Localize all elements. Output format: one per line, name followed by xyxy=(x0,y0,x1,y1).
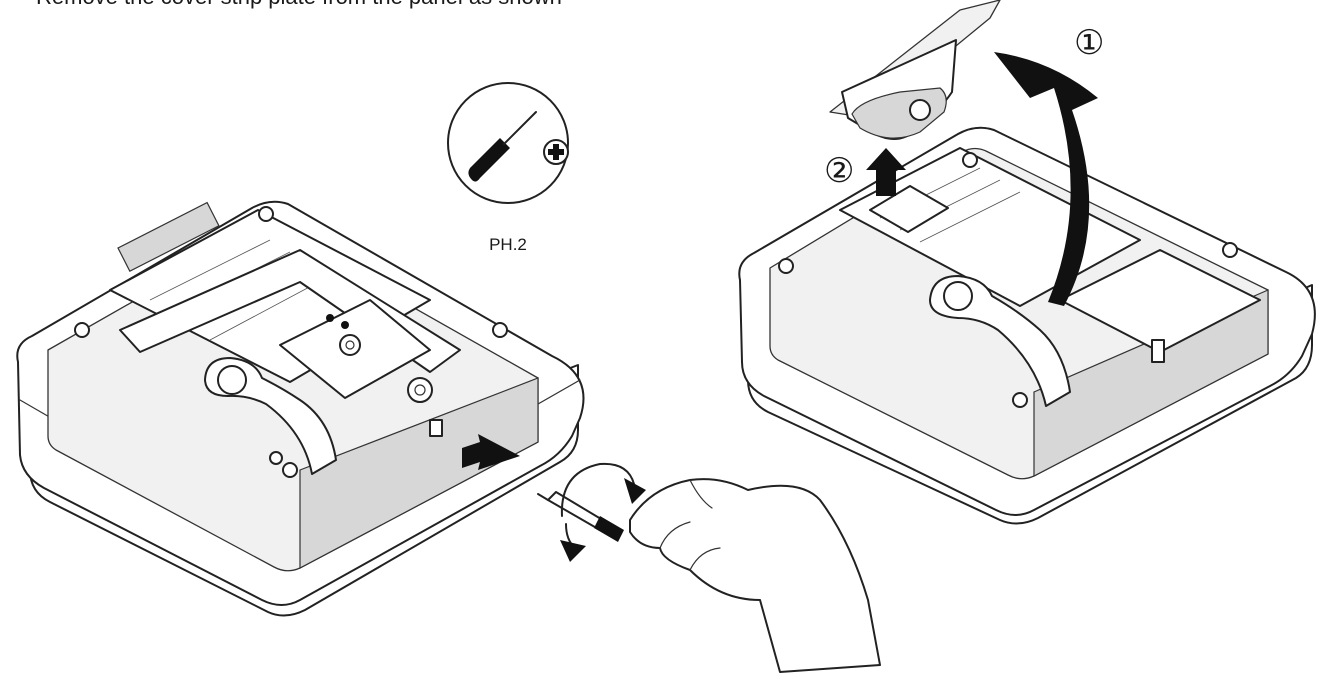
hand-with-screwdriver-icon xyxy=(537,478,881,673)
step-1-marker: ① xyxy=(1074,24,1104,62)
lift-up-arrow-icon xyxy=(866,148,906,196)
left-unit-base xyxy=(16,200,585,617)
cropped-header-text: Remove the cover strip plate from the pa… xyxy=(36,0,562,9)
phillips-screwdriver-icon xyxy=(468,111,569,182)
swing-up-arrow-icon xyxy=(994,52,1098,306)
tool-label: PH.2 xyxy=(489,235,527,254)
cover-plate xyxy=(829,0,1001,140)
push-arrow-icon xyxy=(462,434,520,470)
step-2-marker: ② xyxy=(824,152,854,190)
tool-badge xyxy=(447,82,569,204)
rotate-arrow-icon xyxy=(560,462,646,562)
